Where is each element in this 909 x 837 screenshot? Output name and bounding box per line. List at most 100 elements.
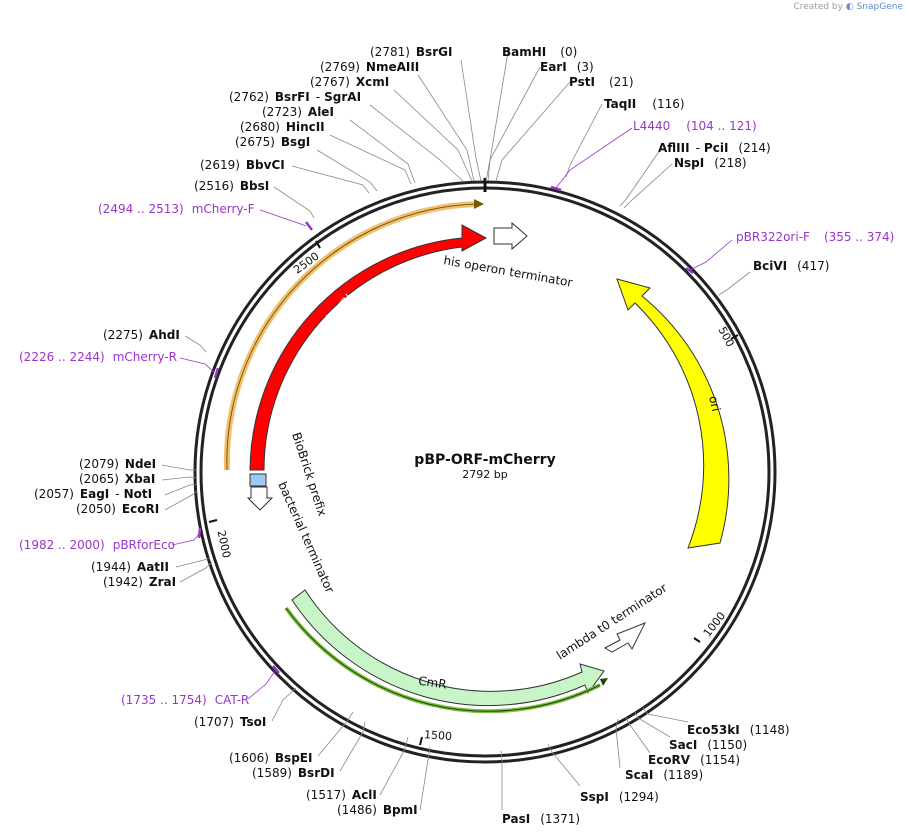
primer-bar-cat-r bbox=[272, 665, 280, 674]
bacterial-terminator-label: bacterial terminator bbox=[275, 480, 337, 596]
mcherry-primer-arrowhead bbox=[474, 199, 484, 209]
leader-bbsi bbox=[273, 186, 315, 219]
site-taqii[interactable]: TaqII(116) bbox=[604, 97, 685, 111]
primer-leader-lines bbox=[171, 127, 733, 700]
leader-zrai bbox=[179, 561, 213, 583]
site-sspi[interactable]: SspI(1294) bbox=[580, 790, 659, 804]
leader-xcmi bbox=[393, 89, 473, 182]
tick-label-2000: 2000 bbox=[215, 529, 234, 559]
site-scai[interactable]: ScaI(1189) bbox=[625, 768, 703, 782]
leader-mcherry-f bbox=[259, 209, 307, 227]
primer-bar-mcherry-f bbox=[305, 221, 313, 231]
site-bsrdi[interactable]: (1589)BsrDI bbox=[252, 766, 335, 780]
leader-bbvci bbox=[291, 165, 370, 194]
leader-ecorv bbox=[625, 716, 651, 754]
site-bpmi[interactable]: (1486)BpmI bbox=[337, 803, 418, 817]
site-bbsi[interactable]: (2516)BbsI bbox=[194, 179, 269, 193]
site-bsgi[interactable]: (2675)BsgI bbox=[235, 135, 310, 149]
leader-acli bbox=[379, 736, 409, 796]
site-leader-lines bbox=[161, 51, 751, 811]
ori-feature-arrow[interactable] bbox=[616, 278, 730, 549]
leader-nmeaiii bbox=[417, 74, 475, 182]
site-ahdi[interactable]: (2275)AhdI bbox=[103, 328, 180, 342]
primer-bar-pbr322ori-f bbox=[685, 266, 694, 275]
leader-scai bbox=[615, 718, 621, 769]
site-saci[interactable]: SacI(1150) bbox=[669, 738, 747, 752]
site-pasi[interactable]: PasI(1371) bbox=[502, 812, 580, 826]
leader-hincii bbox=[329, 134, 412, 185]
plasmid-name: pBP-ORF-mCherry bbox=[414, 452, 555, 468]
leader-tsoi bbox=[271, 687, 297, 722]
biobrick-prefix-box[interactable] bbox=[249, 473, 267, 487]
leader-aatii bbox=[175, 557, 211, 568]
site-eagi-noti[interactable]: (2057)EagI-NotI bbox=[34, 487, 152, 501]
primer-pbr322ori-f[interactable]: pBR322ori-F(355 .. 374) bbox=[736, 230, 894, 244]
tick-label-500: 500 bbox=[715, 325, 736, 350]
site-xbai[interactable]: (2065)XbaI bbox=[79, 472, 155, 486]
leader-nspi bbox=[623, 163, 673, 209]
site-bspei[interactable]: (1606)BspEI bbox=[229, 751, 312, 765]
site-eco53ki[interactable]: Eco53kI(1148) bbox=[687, 723, 790, 737]
features bbox=[223, 199, 730, 714]
snapgene-credit: Created by ◐ SnapGene bbox=[793, 2, 903, 12]
primer-pbrforeco[interactable]: (1982 .. 2000)pBRforEco bbox=[19, 538, 175, 552]
mcherry-primer-line bbox=[226, 203, 479, 471]
site-psti[interactable]: PstI(21) bbox=[569, 75, 634, 89]
site-ndei[interactable]: (2079)NdeI bbox=[79, 457, 156, 471]
leader-ecori bbox=[164, 490, 198, 511]
leader-taqii bbox=[565, 103, 603, 178]
site-alei[interactable]: (2723)AleI bbox=[262, 105, 334, 119]
his-operon-terminator-arrow[interactable] bbox=[493, 221, 528, 251]
leader-ahdi bbox=[184, 335, 207, 353]
leader-mcherry-r bbox=[179, 357, 215, 373]
leader-saci bbox=[634, 711, 671, 738]
site-eari[interactable]: EarI(3) bbox=[540, 60, 594, 74]
tick-mark-500 bbox=[730, 334, 739, 340]
leader-bspei bbox=[317, 711, 354, 757]
site-aatii[interactable]: (1944)AatII bbox=[91, 560, 169, 574]
site-tsoi[interactable]: (1707)TsoI bbox=[194, 715, 266, 729]
tick-label-1500: 1500 bbox=[424, 728, 453, 743]
site-nmeaiii[interactable]: (2769)NmeAIII bbox=[320, 60, 419, 74]
site-nspi[interactable]: NspI(218) bbox=[674, 156, 747, 170]
leader-pbrforeco bbox=[171, 533, 200, 546]
site-ecorv[interactable]: EcoRV(1154) bbox=[648, 753, 740, 767]
plasmid-length: 2792 bp bbox=[462, 468, 507, 481]
cmr-feature-arrow[interactable] bbox=[291, 589, 605, 707]
leader-afliii bbox=[619, 149, 661, 207]
site-bcivi[interactable]: BciVI(417) bbox=[753, 259, 829, 273]
site-zrai[interactable]: (1942)ZraI bbox=[103, 575, 176, 589]
snapgene-logo-icon: ◐ bbox=[845, 2, 854, 12]
leader-eco53ki bbox=[642, 707, 689, 723]
site-bsrfi-sgrai[interactable]: (2762)BsrFI-SgrAI bbox=[229, 90, 361, 104]
leader-pbr322ori-f bbox=[689, 239, 733, 271]
site-hincii[interactable]: (2680)HincII bbox=[240, 120, 325, 134]
bacterial-terminator-arrow[interactable] bbox=[246, 486, 274, 511]
site-acli[interactable]: (1517)AclI bbox=[306, 788, 377, 802]
primer-mcherry-f[interactable]: (2494 .. 2513)mCherry-F bbox=[98, 202, 255, 216]
lambda-t0-terminator-arrow[interactable] bbox=[603, 622, 647, 653]
tick-mark-2000 bbox=[208, 519, 218, 523]
leader-bamhi bbox=[485, 51, 509, 182]
primer-marks bbox=[197, 185, 694, 674]
cmr-primer-arrowhead bbox=[600, 678, 608, 686]
leader-alei bbox=[349, 119, 416, 184]
site-xcmi[interactable]: (2767)XcmI bbox=[310, 75, 389, 89]
site-bbvci[interactable]: (2619)BbvCI bbox=[200, 158, 285, 172]
primer-cat-r[interactable]: (1735 .. 1754)CAT-R bbox=[121, 693, 249, 707]
primer-mcherry-r[interactable]: (2226 .. 2244)mCherry-R bbox=[19, 350, 177, 364]
site-bamhi[interactable]: BamHI(0) bbox=[502, 45, 577, 59]
site-bsrgi[interactable]: (2781)BsrGI bbox=[370, 45, 452, 59]
site-ecori[interactable]: (2050)EcoRI bbox=[76, 502, 159, 516]
primer-l4440[interactable]: L4440(104 .. 121) bbox=[633, 119, 757, 133]
primer-bar-pbrforeco bbox=[197, 527, 202, 539]
primer-labels: (2494 .. 2513)mCherry-F (2226 .. 2244)mC… bbox=[19, 119, 894, 707]
site-afliii-pcii[interactable]: AflIII-PciI(214) bbox=[658, 141, 771, 155]
tick-mark-1000 bbox=[693, 637, 701, 643]
cmr-primer-line bbox=[285, 607, 601, 712]
tick-mark-1500 bbox=[419, 736, 423, 746]
credit-prefix: Created by bbox=[793, 2, 843, 12]
leader-l4440 bbox=[555, 127, 633, 189]
mcherry-feature-arrow[interactable] bbox=[249, 224, 488, 471]
